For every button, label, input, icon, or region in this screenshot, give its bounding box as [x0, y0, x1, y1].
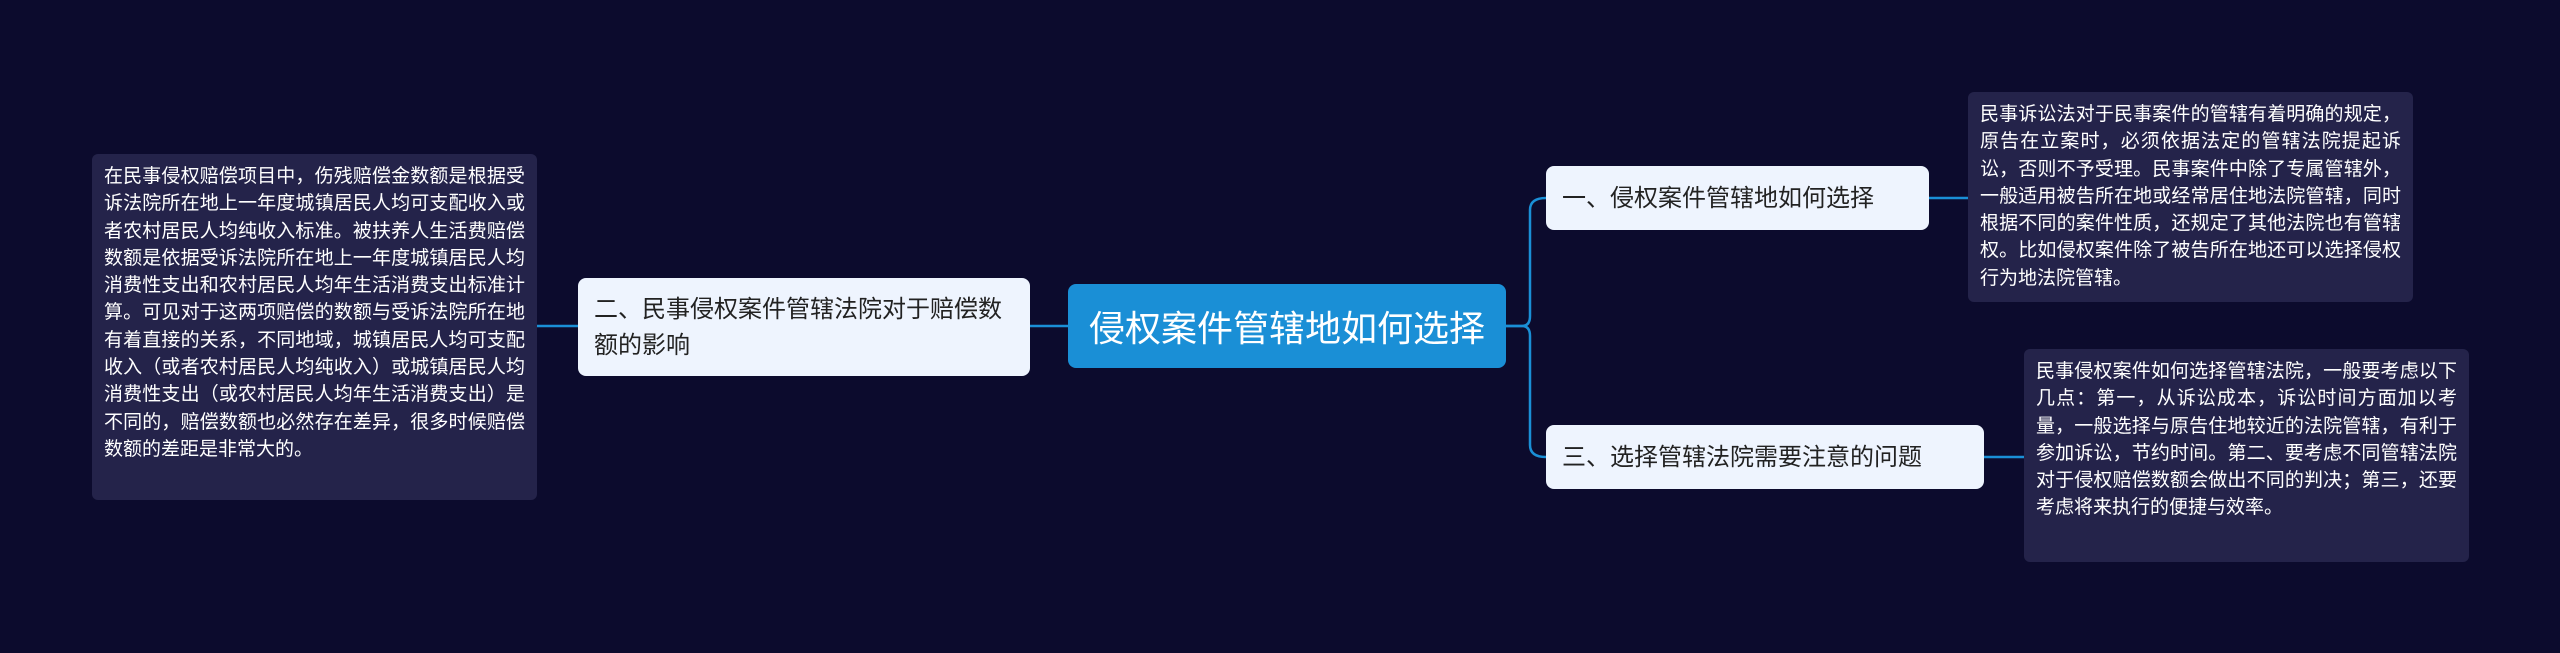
branch-topic-3[interactable]: 三、选择管辖法院需要注意的问题	[1546, 425, 1984, 489]
detail-note-1[interactable]: 民事诉讼法对于民事案件的管辖有着明确的规定，原告在立案时，必须依据法定的管辖法院…	[1968, 92, 2413, 302]
root-topic-label: 侵权案件管辖地如何选择	[1088, 309, 1485, 350]
detail-note-3[interactable]: 民事侵权案件如何选择管辖法院，一般要考虑以下几点：第一，从诉讼成本，诉讼时间方面…	[2024, 349, 2469, 562]
branch-topic-2-label: 二、民事侵权案件管辖法院对于赔偿数额的影响	[594, 295, 1002, 359]
detail-note-3-text: 民事侵权案件如何选择管辖法院，一般要考虑以下几点：第一，从诉讼成本，诉讼时间方面…	[2036, 360, 2457, 519]
branch-topic-2[interactable]: 二、民事侵权案件管辖法院对于赔偿数额的影响	[578, 278, 1030, 376]
branch-topic-1[interactable]: 一、侵权案件管辖地如何选择	[1546, 166, 1929, 230]
detail-note-2-text: 在民事侵权赔偿项目中，伤残赔偿金数额是根据受诉法院所在地上一年度城镇居民人均可支…	[104, 165, 525, 460]
detail-note-1-text: 民事诉讼法对于民事案件的管辖有着明确的规定，原告在立案时，必须依据法定的管辖法院…	[1980, 103, 2401, 289]
branch-topic-1-label: 一、侵权案件管辖地如何选择	[1562, 184, 1874, 212]
connector-root-to-branch-1	[1504, 196, 1548, 328]
detail-note-2[interactable]: 在民事侵权赔偿项目中，伤残赔偿金数额是根据受诉法院所在地上一年度城镇居民人均可支…	[92, 154, 537, 500]
connector-root-to-branch-3	[1504, 324, 1548, 459]
root-topic[interactable]: 侵权案件管辖地如何选择	[1068, 284, 1506, 368]
branch-topic-3-label: 三、选择管辖法院需要注意的问题	[1562, 443, 1922, 471]
